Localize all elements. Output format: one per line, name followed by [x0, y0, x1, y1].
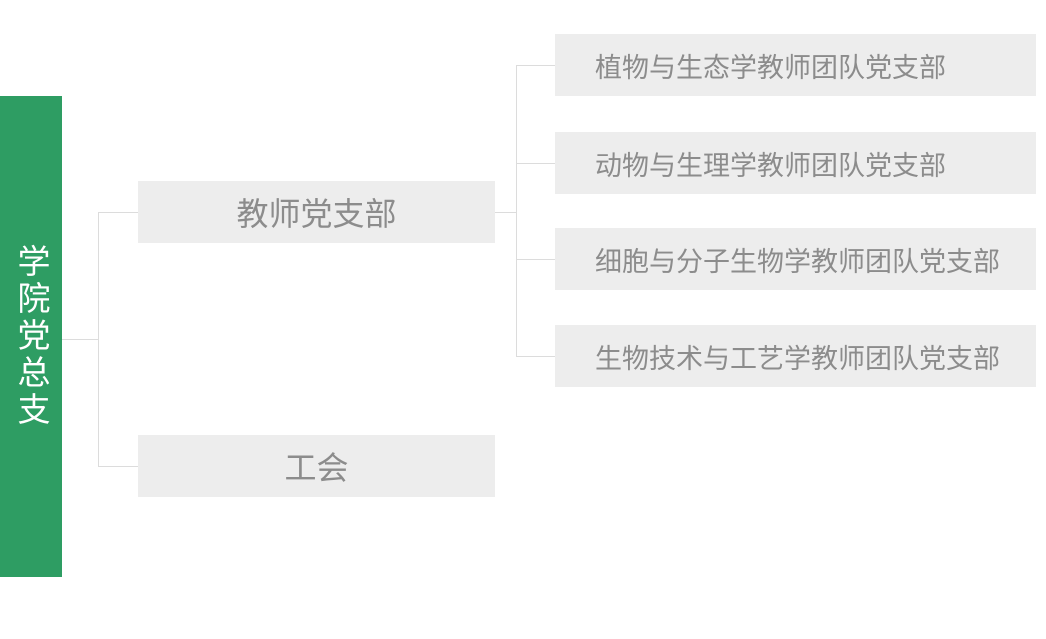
child-node-biotech-technology: 生物技术与工艺学教师团队党支部 — [555, 325, 1036, 387]
child-node-cell-molecular-biology-label: 细胞与分子生物学教师团队党支部 — [595, 246, 1000, 277]
connector-root-horizontal — [62, 339, 98, 340]
connector-child-2-horizontal — [516, 163, 555, 164]
child-node-plant-ecology-label: 植物与生态学教师团队党支部 — [595, 52, 946, 83]
child-node-animal-physiology: 动物与生理学教师团队党支部 — [555, 132, 1036, 194]
connector-child-4-horizontal — [516, 356, 555, 357]
root-node-label: 学院党总支 — [13, 244, 50, 429]
root-node: 学院党总支 — [0, 96, 62, 577]
connector-children-vertical — [516, 65, 517, 357]
child-node-plant-ecology: 植物与生态学教师团队党支部 — [555, 34, 1036, 96]
child-node-animal-physiology-label: 动物与生理学教师团队党支部 — [595, 150, 946, 181]
connector-teacher-horizontal — [98, 212, 138, 213]
connector-child-3-horizontal — [516, 259, 555, 260]
connector-branches-vertical — [98, 212, 99, 467]
child-node-cell-molecular-biology: 细胞与分子生物学教师团队党支部 — [555, 228, 1036, 290]
branch-node-teacher-party: 教师党支部 — [138, 181, 495, 243]
branch-node-teacher-party-label: 教师党支部 — [236, 196, 397, 232]
child-node-biotech-technology-label: 生物技术与工艺学教师团队党支部 — [595, 343, 1000, 374]
connector-union-horizontal — [98, 466, 138, 467]
branch-node-union: 工会 — [138, 435, 495, 497]
connector-teacher-out — [495, 212, 516, 213]
connector-child-1-horizontal — [516, 65, 555, 66]
branch-node-union-label: 工会 — [284, 450, 349, 486]
